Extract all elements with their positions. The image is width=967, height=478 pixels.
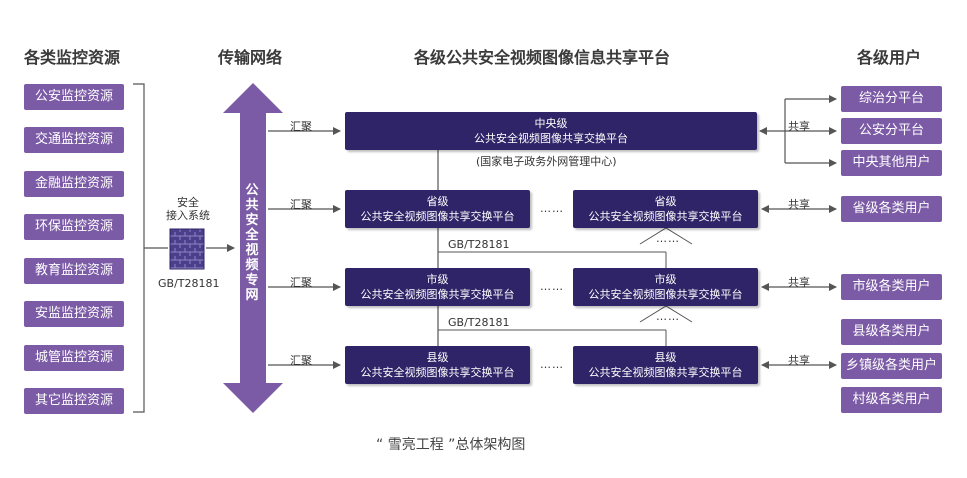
header-sources: 各类监控资源 — [24, 48, 121, 67]
platform-name: 公共安全视频图像共享交换平台 — [588, 288, 743, 301]
source-box: 环保监控资源 — [24, 214, 124, 240]
header-platform: 各级公共安全视频图像信息共享平台 — [414, 48, 671, 67]
header-network: 传输网络 — [218, 48, 283, 67]
province-platform-right: 省级 公共安全视频图像共享交换平台 — [573, 190, 758, 228]
source-box: 交通监控资源 — [24, 127, 124, 153]
diagram-caption: “ 雪亮工程 ”总体架构图 — [376, 437, 526, 453]
county-platform-left: 县级 公共安全视频图像共享交换平台 — [345, 346, 530, 384]
ellipsis: …… — [540, 202, 564, 215]
share-label: 共享 — [788, 276, 810, 289]
user-box: 公安分平台 — [841, 118, 942, 144]
aggregate-label: 汇聚 — [290, 276, 312, 289]
share-label: 共享 — [788, 198, 810, 211]
platform-name: 公共安全视频图像共享交换平台 — [360, 366, 515, 379]
province-platform-left: 省级 公共安全视频图像共享交换平台 — [345, 190, 530, 228]
ellipsis: …… — [540, 280, 564, 293]
ellipsis: …… — [540, 358, 564, 371]
source-box: 教育监控资源 — [24, 258, 124, 284]
network-label: 公共安全视频专网 — [245, 183, 259, 303]
user-box: 省级各类用户 — [841, 196, 942, 222]
platform-name: 公共安全视频图像共享交换平台 — [588, 366, 743, 379]
city-platform-right: 市级 公共安全视频图像共享交换平台 — [573, 268, 758, 306]
platform-level: 省级 — [426, 195, 449, 208]
source-box: 其它监控资源 — [24, 388, 124, 414]
aggregate-label: 汇聚 — [290, 198, 312, 211]
platform-name: 公共安全视频图像共享交换平台 — [588, 210, 743, 223]
platform-name: 公共安全视频图像共享交换平台 — [360, 210, 515, 223]
gateway-label: 安全 接入系统 — [166, 196, 210, 222]
county-platform-right: 县级 公共安全视频图像共享交换平台 — [573, 346, 758, 384]
central-platform: 中央级 公共安全视频图像共享交换平台 — [345, 112, 757, 150]
aggregate-label: 汇聚 — [290, 120, 312, 133]
central-platform-note: (国家电子政务外网管理中心) — [476, 155, 617, 168]
user-box: 中央其他用户 — [841, 150, 942, 176]
share-label: 共享 — [788, 354, 810, 367]
city-platform-left: 市级 公共安全视频图像共享交换平台 — [345, 268, 530, 306]
platform-level: 市级 — [426, 273, 449, 286]
user-box: 县级各类用户 — [841, 319, 942, 345]
ellipsis: …… — [656, 232, 680, 245]
platform-level: 省级 — [654, 195, 677, 208]
user-box: 乡镇级各类用户 — [841, 353, 942, 379]
source-box: 城管监控资源 — [24, 345, 124, 371]
source-box: 安监监控资源 — [24, 301, 124, 327]
platform-level: 市级 — [654, 273, 677, 286]
user-box: 综治分平台 — [841, 86, 942, 112]
standard-label: GB/T28181 — [448, 238, 510, 251]
sources-bracket — [133, 83, 145, 413]
platform-name: 公共安全视频图像共享交换平台 — [474, 132, 628, 145]
aggregate-label: 汇聚 — [290, 354, 312, 367]
gateway-standard: GB/T28181 — [158, 277, 220, 290]
platform-level: 中央级 — [534, 117, 568, 130]
firewall-brick-wall-icon — [169, 228, 205, 270]
header-users: 各级用户 — [857, 48, 922, 67]
ellipsis: …… — [656, 310, 680, 323]
user-box: 村级各类用户 — [841, 387, 942, 413]
source-box: 金融监控资源 — [24, 171, 124, 197]
platform-name: 公共安全视频图像共享交换平台 — [360, 288, 515, 301]
share-label: 共享 — [788, 120, 810, 133]
platform-level: 县级 — [654, 351, 677, 364]
source-box: 公安监控资源 — [24, 84, 124, 110]
user-box: 市级各类用户 — [841, 274, 942, 300]
standard-label: GB/T28181 — [448, 316, 510, 329]
network-double-arrow — [223, 83, 283, 413]
platform-level: 县级 — [426, 351, 449, 364]
